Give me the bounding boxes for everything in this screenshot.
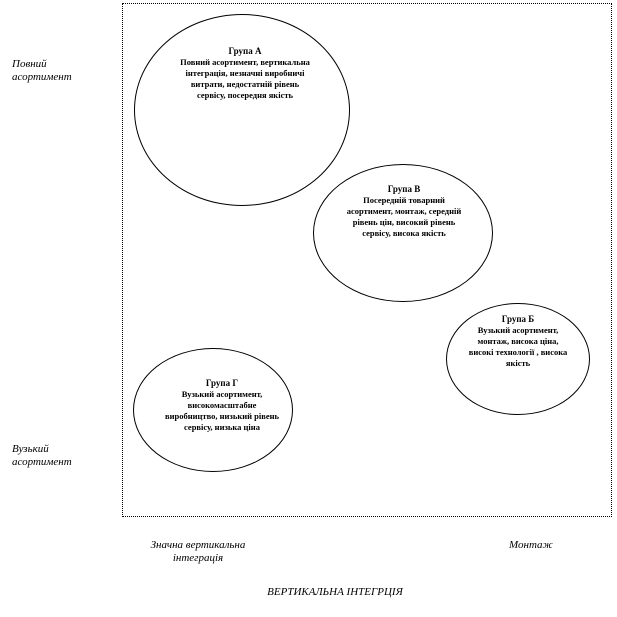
group-v-description: Посередній товарний асортимент, монтаж, … <box>346 195 462 238</box>
y-axis-top-label-line2: асортимент <box>12 71 72 83</box>
group-b-description: Вузький асортимент, монтаж, висока ціна,… <box>468 325 568 368</box>
group-a-title: Група А <box>228 46 262 56</box>
group-a-description: Повний асортимент, вертикальна інтеграці… <box>180 57 310 100</box>
diagram-frame <box>122 3 612 517</box>
y-axis-bottom-label-line1: Вузький <box>12 443 49 455</box>
y-axis-top-label: Повний асортимент <box>12 58 72 84</box>
x-axis-left-label-line1: Значна вертикальна <box>150 539 246 551</box>
group-a-text-block: Група А Повний асортимент, вертикальна і… <box>176 46 314 101</box>
x-axis-left-label: Значна вертикальна інтеграція <box>118 539 278 565</box>
group-v-title: Група В <box>387 184 421 194</box>
group-b-text-block: Група Б Вузький асортимент, монтаж, висо… <box>468 314 568 369</box>
x-axis-title: ВЕРТИКАЛЬНА ІНТЕГРЦІЯ <box>267 586 403 598</box>
group-v-ellipse <box>313 164 493 302</box>
x-axis-left-label-line2: інтеграція <box>172 552 224 564</box>
group-g-title: Група Г <box>205 378 239 388</box>
group-g-text-block: Група Г Вузький асортимент, високомасшта… <box>162 378 282 433</box>
group-g-ellipse <box>133 348 293 472</box>
group-g-description: Вузький асортимент, високомасштабне виро… <box>165 389 279 432</box>
x-axis-right-label: Монтаж <box>509 539 553 551</box>
group-v-text-block: Група В Посередній товарний асортимент, … <box>340 184 468 239</box>
y-axis-top-label-line1: Повний <box>12 58 47 70</box>
group-b-title: Група Б <box>501 314 535 324</box>
y-axis-bottom-label-line2: асортимент <box>12 456 72 468</box>
group-b-ellipse <box>446 303 590 415</box>
y-axis-bottom-label: Вузький асортимент <box>12 443 72 469</box>
group-a-ellipse <box>134 14 350 206</box>
